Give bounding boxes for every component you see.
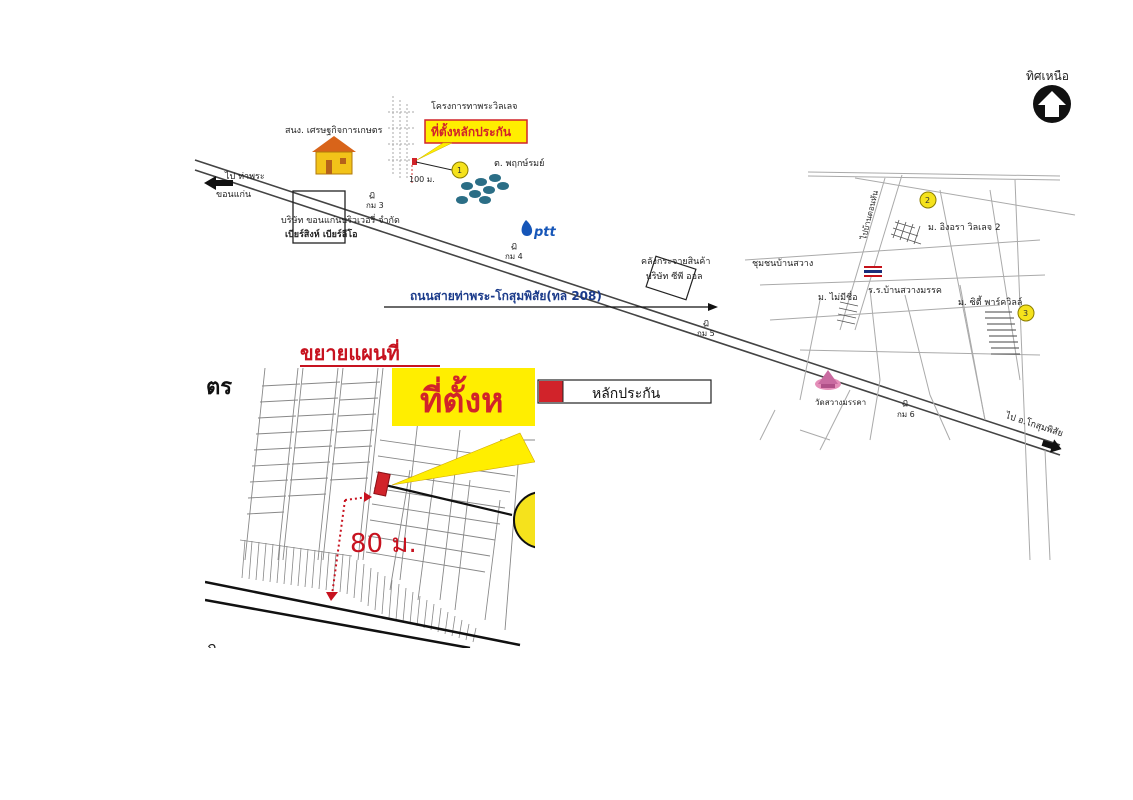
- collateral-banner-text: ที่ตั้งหลักประกัน: [431, 122, 512, 139]
- inset-collateral-plot: [373, 471, 391, 497]
- svg-text:1: 1: [457, 166, 462, 175]
- village-c-block: [985, 311, 1020, 355]
- to-khonkaen-label: ขอนแก่น: [216, 190, 251, 200]
- community-label: ชุมชนบ้านสวาง: [752, 258, 813, 269]
- local-streets: [744, 171, 1076, 561]
- tree-icons: [456, 174, 509, 204]
- village-b-label: ม. ไม่มีชื่อ: [818, 290, 858, 303]
- svg-text:กม 3: กม 3: [366, 201, 384, 210]
- legend-swatch: [539, 381, 563, 402]
- km3-marker: ฏ กม 3: [366, 190, 384, 210]
- inset-highway: [205, 580, 521, 648]
- inset-banner: ที่ตั้งห: [392, 368, 535, 426]
- thai-flag-icon: [864, 266, 882, 277]
- svg-text:3: 3: [1023, 309, 1028, 318]
- project-boundary: [388, 96, 416, 180]
- inset-pointer: [391, 432, 535, 486]
- inset-distance: 80 ม.: [350, 529, 417, 559]
- km5-marker: ฏ กม 5: [697, 318, 715, 338]
- warehouse-outline: [645, 255, 697, 301]
- temple-icon: [815, 370, 841, 390]
- location-marker-1: 1: [451, 161, 469, 179]
- to-village-road: ไปบ้านดอนหัน: [859, 189, 880, 242]
- to-thaphra-arrow: [204, 176, 233, 190]
- distance-small: 100 ม.: [409, 175, 435, 184]
- inset-side-label: ตร: [206, 375, 232, 400]
- legend-box: [537, 379, 712, 404]
- svg-text:ฏ: ฏ: [511, 241, 517, 251]
- coop-label: สนง. เศรษฐกิจการเกษตร: [285, 125, 383, 136]
- warehouse-line2: บริษัท ซีพี ออล: [646, 271, 703, 282]
- svg-text:กม 4: กม 4: [505, 252, 523, 261]
- parcel-grid: [244, 368, 535, 631]
- ptt-text: ptt: [533, 225, 557, 240]
- svg-text:ฏ: ฏ: [703, 318, 709, 328]
- village-b-block: [836, 301, 859, 325]
- school-label: ร.ร.บ้านสวางมรรค: [868, 285, 942, 296]
- inset-map: ถ ที่ตั้งห 80 ม.: [205, 368, 535, 657]
- village-2-block: [890, 219, 922, 245]
- svg-text:ถ: ถ: [207, 638, 217, 657]
- temple-label: วัดสวางมรรคา: [815, 398, 866, 407]
- village-c-label: ม. ซิตี้ พาร์ควิลล์: [958, 295, 1022, 308]
- north-label: ทิศเหนือ: [1026, 69, 1069, 83]
- brewery-outline: [292, 190, 346, 244]
- north-indicator: ทิศเหนือ: [1026, 69, 1071, 123]
- north-arrow-shape: [1038, 91, 1066, 117]
- to-kosum-arrow: [1041, 439, 1062, 453]
- project-name: โครงการทาพระวิลเลจ: [431, 101, 517, 112]
- distance-dotted-line: [331, 496, 369, 596]
- warehouse-line1: คลังกระจายสินค้า: [641, 256, 710, 267]
- building-icon: [312, 136, 356, 175]
- svg-text:ฏ: ฏ: [369, 190, 375, 200]
- ptt-logo: ptt: [521, 220, 557, 240]
- svg-text:2: 2: [925, 196, 930, 205]
- collateral-banner: ที่ตั้งหลักประกัน: [416, 119, 528, 161]
- inset-banner-text: ที่ตั้งห: [420, 375, 504, 421]
- km6-marker: ฏ กม 6: [897, 398, 915, 419]
- road-name: ถนนสายท่าพระ-โกสุมพิสัย(ทล 208): [410, 288, 602, 304]
- highway-208: [194, 159, 1061, 456]
- legend: หลักประกัน: [537, 379, 712, 404]
- inset-marker-circle: [513, 491, 535, 549]
- location-marker-2: 2: [919, 191, 937, 209]
- to-thaphra-label: ไป ท่าพระ: [224, 171, 265, 182]
- company-line1: บริษัท ขอนแก่นบริวเวอรี่ จำกัด: [281, 213, 400, 226]
- company-line2: เบียร์สิงห์ เบียร์ลีโอ: [285, 228, 358, 240]
- village-ph-label: ต. พฤกษ์รมย์: [494, 157, 544, 169]
- svg-text:กม 6: กม 6: [897, 410, 915, 419]
- inset-title: ขยายแผนที่: [300, 338, 400, 365]
- svg-text:ฏ: ฏ: [902, 398, 908, 408]
- to-kosum-label: ไป อ.โกสุมพิสัย: [1003, 410, 1064, 439]
- village-2-label: ม. อิงอรา วิลเลจ 2: [928, 222, 1001, 233]
- location-marker-3: 3: [1017, 304, 1035, 322]
- legend-label: หลักประกัน: [592, 386, 661, 402]
- collateral-marker-small: [412, 158, 417, 165]
- km4-marker: ฏ กม 4: [505, 241, 523, 261]
- road-direction-arrow: [384, 303, 718, 311]
- svg-text:กม 5: กม 5: [697, 329, 715, 338]
